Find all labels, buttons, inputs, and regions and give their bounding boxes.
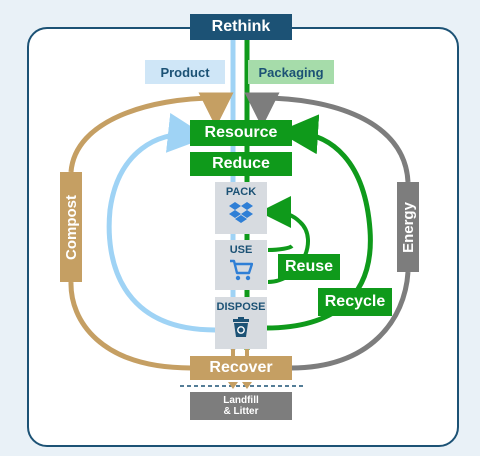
energy-label: Energy	[399, 201, 417, 253]
recycle-box: Recycle	[318, 288, 392, 316]
dispose-step: DISPOSE	[215, 297, 267, 349]
rethink-title: Rethink	[190, 14, 292, 40]
pack-step: PACK	[215, 182, 267, 234]
energy-bar: Energy	[397, 182, 419, 272]
dispose-label: DISPOSE	[216, 301, 266, 313]
recover-box: Recover	[190, 356, 292, 380]
landfill-box: Landfill & Litter	[190, 392, 292, 420]
compost-bar: Compost	[60, 172, 82, 282]
resource-box: Resource	[190, 120, 292, 146]
cart-icon	[230, 259, 253, 281]
pack-label: PACK	[225, 186, 257, 198]
dropbox-icon	[229, 202, 253, 223]
use-step: USE	[215, 240, 267, 290]
recycle-bin-icon	[233, 317, 249, 337]
packaging-tag: Packaging	[248, 60, 334, 84]
landfill-label-line1: Landfill	[223, 395, 259, 406]
reuse-box: Reuse	[278, 254, 340, 280]
landfill-label-line2: & Litter	[223, 406, 259, 417]
reduce-box: Reduce	[190, 152, 292, 176]
product-tag: Product	[145, 60, 225, 84]
use-label: USE	[229, 244, 253, 256]
compost-label: Compost	[62, 194, 80, 260]
